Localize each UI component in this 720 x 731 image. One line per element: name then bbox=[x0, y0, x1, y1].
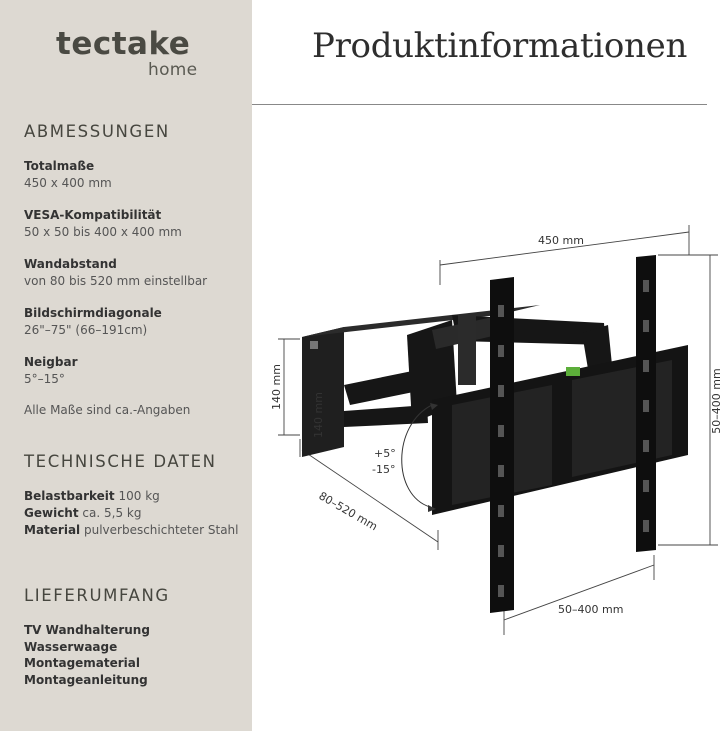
technical-list: Belastbarkeit 100 kg Gewicht ca. 5,5 kg … bbox=[24, 488, 239, 539]
spec-value: 5°–15° bbox=[24, 371, 65, 386]
label-plate-inner: 140 mm bbox=[312, 392, 325, 438]
spec-value: von 80 bis 520 mm einstellbar bbox=[24, 273, 208, 288]
spec-value: 450 x 400 mm bbox=[24, 175, 112, 190]
brand-logo: tectake home bbox=[56, 26, 206, 80]
label-bottom: 50–400 mm bbox=[558, 603, 623, 616]
delivery-item: Montageanleitung bbox=[24, 672, 148, 687]
spec-wall-distance: Wandabstand von 80 bis 520 mm einstellba… bbox=[24, 256, 207, 289]
technical-heading: TECHNISCHE DATEN bbox=[24, 452, 217, 471]
spec-diagonal: Bildschirmdiagonale 26"–75" (66–191cm) bbox=[24, 305, 162, 338]
spec-label: VESA-Kompatibilität bbox=[24, 208, 162, 222]
spec-value: 50 x 50 bis 400 x 400 mm bbox=[24, 224, 182, 239]
label-tilt-down: -15° bbox=[372, 463, 395, 476]
delivery-item: Montagematerial bbox=[24, 656, 141, 670]
spec-label: Wandabstand bbox=[24, 257, 117, 271]
spirit-level bbox=[566, 367, 580, 376]
spec-total: Totalmaße 450 x 400 mm bbox=[24, 158, 112, 191]
spec-label: Bildschirmdiagonale bbox=[24, 306, 162, 320]
tech-label: Material bbox=[24, 523, 81, 537]
label-tilt-up: +5° bbox=[374, 447, 396, 460]
tilt-arc bbox=[401, 404, 433, 508]
tech-item: Gewicht ca. 5,5 kg bbox=[24, 505, 239, 522]
left-vertical-arm bbox=[490, 277, 514, 613]
delivery-heading: LIEFERUMFANG bbox=[24, 586, 170, 605]
delivery-item: TV Wandhalterung bbox=[24, 623, 150, 637]
tech-value: pulverbeschichteter Stahl bbox=[83, 523, 239, 537]
label-plate-outer: 140 mm bbox=[270, 364, 283, 410]
tech-value: 100 kg bbox=[118, 489, 160, 503]
tech-item: Belastbarkeit 100 kg bbox=[24, 488, 239, 505]
dimensions-heading: ABMESSUNGEN bbox=[24, 122, 170, 141]
tech-item: Material pulverbeschichteter Stahl bbox=[24, 522, 239, 539]
spec-tilt: Neigbar 5°–15° bbox=[24, 354, 78, 387]
title-divider bbox=[252, 104, 707, 105]
brand-sub: home bbox=[148, 60, 198, 80]
spec-label: Neigbar bbox=[24, 355, 78, 369]
dimensions-note: Alle Maße sind ca.-Angaben bbox=[24, 403, 191, 417]
spec-label: Totalmaße bbox=[24, 159, 95, 173]
tilt-arrow-icon bbox=[430, 403, 438, 410]
wall-mount-diagram: 450 mm 50–400 mm 50–400 mm 80–520 mm 140… bbox=[270, 225, 720, 635]
brand-name: tectake bbox=[56, 26, 191, 62]
spec-vesa: VESA-Kompatibilität 50 x 50 bis 400 x 40… bbox=[24, 207, 182, 240]
label-height: 50–400 mm bbox=[710, 368, 720, 433]
delivery-item: Wasserwaage bbox=[24, 639, 118, 654]
tv-plate bbox=[432, 255, 688, 613]
tech-value: ca. 5,5 kg bbox=[82, 506, 142, 520]
dimension-lines bbox=[278, 225, 718, 635]
tech-label: Belastbarkeit bbox=[24, 489, 115, 503]
spec-value: 26"–75" (66–191cm) bbox=[24, 322, 148, 337]
label-width: 450 mm bbox=[538, 234, 584, 247]
delivery-list: TV Wandhalterung Wasserwaage Montagemate… bbox=[24, 622, 150, 688]
tilt-arrow-icon bbox=[428, 505, 436, 512]
tech-label: Gewicht bbox=[24, 506, 79, 520]
page-title: Produktinformationen bbox=[312, 26, 688, 66]
wall-plate bbox=[302, 305, 540, 457]
sidebar: tectake home ABMESSUNGEN Totalmaße 450 x… bbox=[0, 0, 252, 731]
